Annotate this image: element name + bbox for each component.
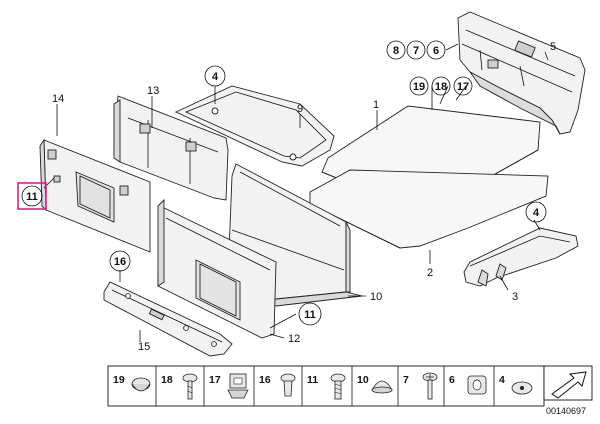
load-floor-cover [174,85,335,167]
label-14: 14 [52,93,64,105]
legend-18: 18 [161,374,173,386]
rear-trim-panel [457,11,586,135]
legend-17: 17 [209,374,221,386]
label-16: 16 [114,256,126,268]
expanding-rivet-icon [280,373,296,397]
threaded-disc-icon [511,381,533,395]
circled-labels: 8 7 6 19 18 17 4 4 16 11 11 [17,40,547,326]
label-13: 13 [147,85,159,97]
label-11-lower: 11 [304,309,316,321]
label-3: 3 [512,291,518,303]
label-11-highlighted: 11 [26,191,38,203]
label-12: 12 [288,333,300,345]
label-17: 17 [457,81,469,93]
side-rail-bracket [463,227,579,287]
side-panel-13 [113,95,229,201]
label-18: 18 [435,81,447,93]
label-19: 19 [413,81,425,93]
legend-7: 7 [403,374,409,386]
highlight-box [17,182,47,210]
label-10: 10 [370,291,382,303]
dome-plug-icon [371,380,393,394]
label-8: 8 [393,45,399,57]
label-15: 15 [138,341,150,353]
label-4-top: 4 [212,71,219,83]
fastener-legend: 19 18 17 16 11 10 7 6 4 [107,365,593,407]
direction-arrow-icon [543,365,593,401]
label-2: 2 [427,267,433,279]
partition-panel-12 [157,198,277,339]
label-1: 1 [373,99,379,111]
label-9: 9 [297,103,303,115]
legend-16: 16 [259,374,271,386]
push-rivet-icon [182,373,198,400]
clip-nut-icon [227,373,249,399]
grommet-icon [467,375,487,395]
label-5: 5 [550,41,556,53]
legend-6: 6 [449,374,455,386]
reference-number: 00140697 [546,406,586,416]
legend-4: 4 [499,374,505,386]
legend-11: 11 [307,374,318,386]
pan-head-screw-icon [422,372,438,400]
leader-lines [43,43,549,342]
label-4-right: 4 [533,207,540,219]
legend-10: 10 [357,374,369,386]
label-6: 6 [433,45,439,57]
cap-plug-icon [131,377,151,392]
sill-trim-strip [103,281,233,357]
label-7: 7 [413,45,419,57]
legend-19: 19 [113,374,125,386]
screw-icon [330,373,346,400]
